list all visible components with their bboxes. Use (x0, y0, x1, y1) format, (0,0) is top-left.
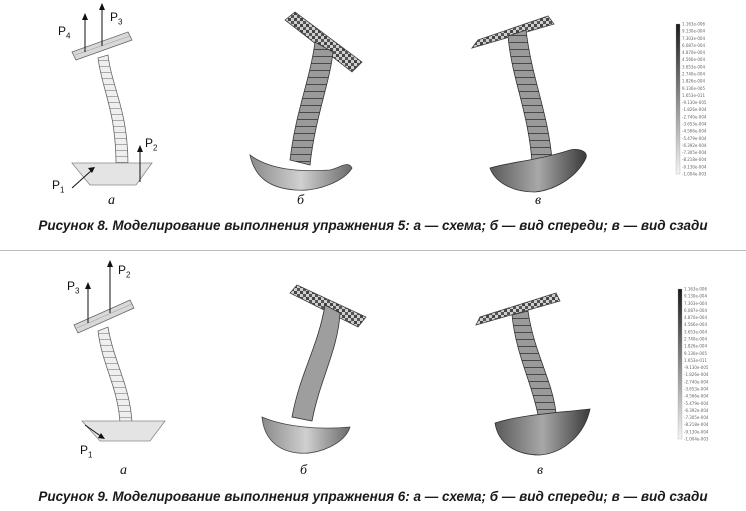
sublabel-v: в (537, 463, 544, 478)
legend-tick-label: -2.740e-004 (682, 114, 707, 119)
sublabel-a: а (108, 193, 115, 208)
model-front-b (261, 284, 367, 454)
scheme-spring (97, 326, 133, 424)
legend-tick-label: 2.740e-004 (684, 337, 707, 342)
figure-8-illustration: 1.163e-006 9.130e-004 7.303e-004 6.087e-004… (71, 3, 707, 193)
figure-divider (0, 250, 746, 251)
scheme-spring (97, 54, 129, 166)
legend-tick-label: -9.130e-004 (684, 429, 709, 434)
force-p1-label: P1 (80, 443, 93, 460)
legend-tick-label: -1.826e-004 (682, 107, 707, 112)
legend-tick-label: -5.479e-004 (682, 136, 707, 141)
back-handle (470, 15, 555, 49)
scheme-a (71, 3, 153, 189)
legend-tick-label: -3.653e-004 (682, 122, 707, 127)
legend-tick-label: -9.130e-005 (684, 365, 709, 370)
legend-tick-label: -9.130e-005 (682, 100, 707, 105)
force-p3-label: P3 (110, 10, 123, 27)
legend-tick-label: -8.218e-004 (684, 422, 709, 427)
back-base (494, 408, 591, 456)
legend-tick-label: -4.566e-004 (682, 129, 707, 134)
legend-tick-label: 9.130e-005 (682, 86, 705, 91)
legend-bar (677, 288, 683, 440)
legend-tick-label: 1.653e-011 (682, 93, 705, 98)
legend-tick-label: 9.130e-004 (682, 29, 705, 34)
figure-9-caption: Рисунок 9. Моделирование выполнения упра… (38, 489, 708, 504)
force-p2-label: P2 (145, 136, 158, 153)
legend-tick-label: 3.653e-004 (682, 64, 705, 69)
legend-tick-label: 4.566e-004 (682, 57, 705, 62)
legend-tick-label: 4.566e-004 (684, 322, 707, 327)
legend-tick-label: -2.740e-004 (684, 379, 709, 384)
legend-tick-label: 7.303e-004 (682, 36, 705, 41)
legend-tick-label: 1.826e-004 (682, 79, 705, 84)
legend-tick-label: 4.870e-004 (684, 315, 707, 320)
legend-tick-label: -6.392e-004 (682, 143, 707, 148)
force-p1-label: P1 (52, 178, 65, 195)
force-p3-label: P3 (67, 279, 80, 296)
legend-tick-label: -7.305e-004 (682, 150, 707, 155)
legend-tick-label: -1.004e-003 (684, 437, 709, 442)
legend-tick-label: -8.218e-004 (682, 157, 707, 162)
legend-tick-label: 1.826e-004 (684, 344, 707, 349)
figure-8-caption: Рисунок 8. Моделирование выполнения упра… (38, 218, 708, 233)
model-front-b (249, 11, 363, 191)
back-base (489, 149, 587, 193)
legend-tick-label: 2.740e-004 (682, 72, 705, 77)
front-spring (291, 304, 341, 422)
legend-tick-label: 6.087e-004 (684, 308, 707, 313)
sublabel-v: в (535, 193, 542, 208)
legend-tick-label: 1.163e-006 (684, 287, 707, 292)
figure-9-illustration: 1.163e-006 9.130e-004 7.303e-004 6.087e-004… (73, 260, 709, 456)
legend-tick-label: 1.653e-011 (684, 358, 707, 363)
legend-tick-label: -6.392e-004 (684, 408, 709, 413)
sublabel-b: б (297, 193, 305, 208)
legend-tick-label: -5.479e-004 (684, 401, 709, 406)
front-base (249, 154, 353, 191)
legend-tick-label: -9.130e-004 (682, 164, 707, 169)
back-spring (511, 310, 557, 416)
legend-9: 1.163e-006 9.130e-004 7.303e-004 6.087e-004… (677, 287, 709, 442)
force-p2-label: P2 (118, 263, 131, 280)
legend-tick-label: 4.870e-004 (682, 50, 705, 55)
back-handle (475, 292, 561, 326)
sublabel-a: а (120, 463, 127, 478)
legend-tick-label: 9.130e-005 (684, 351, 707, 356)
legend-tick-label: 7.303e-004 (684, 301, 707, 306)
back-spring (507, 29, 553, 163)
legend-tick-label: -1.004e-003 (682, 172, 707, 177)
legend-tick-label: 1.163e-006 (682, 22, 705, 27)
scheme-handle (73, 299, 135, 334)
legend-tick-label: -7.305e-004 (684, 415, 709, 420)
figure-9: 1.163e-006 9.130e-004 7.303e-004 6.087e-004… (0, 255, 746, 511)
legend-bar (675, 23, 681, 175)
legend-tick-label: 6.087e-004 (682, 43, 705, 48)
legend-8: 1.163e-006 9.130e-004 7.303e-004 6.087e-004… (675, 22, 707, 177)
sublabel-b: б (300, 463, 308, 478)
legend-tick-label: -1.826e-004 (684, 372, 709, 377)
force-p4-label: P4 (58, 24, 71, 41)
model-back-v (475, 292, 591, 456)
scheme-base (81, 420, 166, 442)
legend-tick-label: 9.130e-004 (684, 294, 707, 299)
legend-tick-label: -4.566e-004 (684, 394, 709, 399)
model-back-v (470, 15, 587, 193)
front-base (261, 416, 351, 454)
figure-8: 1.163e-006 9.130e-004 7.303e-004 6.087e-004… (0, 0, 746, 240)
front-spring (289, 41, 334, 166)
legend-tick-label: -3.653e-004 (684, 387, 709, 392)
scheme-a (73, 260, 166, 442)
legend-tick-label: 3.653e-004 (684, 329, 707, 334)
